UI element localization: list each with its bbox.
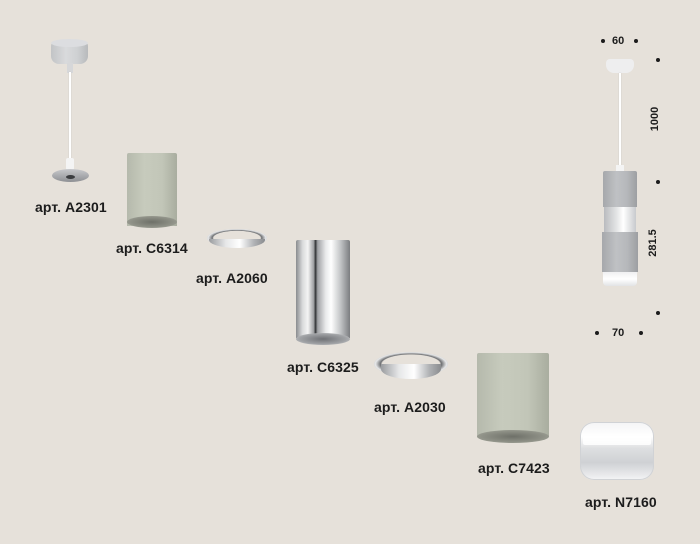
dim-dot [656, 180, 660, 184]
pendant-grip [616, 165, 624, 171]
dim-body-diameter: 70 [612, 327, 625, 339]
label-a2030: арт. A2030 [374, 399, 446, 415]
ring-band [381, 364, 441, 379]
dim-cable-length: 1000 [649, 106, 662, 132]
ring-band [209, 239, 265, 248]
housing-opening [296, 333, 350, 345]
label-c6314: арт. C6314 [116, 240, 188, 256]
cable-grip [66, 158, 74, 170]
lens-band [583, 436, 651, 445]
canopy-top [51, 39, 88, 47]
housing-image [296, 240, 350, 338]
dim-dot [601, 39, 605, 43]
dim-dot [656, 311, 660, 315]
pendant-canopy [606, 59, 634, 73]
housing-image [127, 153, 177, 226]
pendant-lower-body [602, 232, 638, 272]
housing-opening [127, 216, 177, 228]
canopy-image [51, 42, 88, 64]
mount-disk-center [66, 175, 75, 179]
pendant-cable [619, 73, 621, 169]
dim-dot [639, 331, 643, 335]
dim-dot [634, 39, 638, 43]
dim-canopy-diameter: 60 [612, 35, 625, 47]
pendant-ring [604, 207, 636, 232]
housing-image [477, 353, 549, 437]
label-c7423: арт. C7423 [478, 460, 550, 476]
housing-opening [477, 430, 549, 443]
dim-dot [595, 331, 599, 335]
label-a2060: арт. A2060 [196, 270, 268, 286]
pendant-lens [603, 272, 637, 286]
lens-image [580, 422, 654, 480]
label-a2301: арт. A2301 [35, 199, 107, 215]
suspension-cable [69, 72, 71, 162]
canopy-neck [67, 63, 73, 73]
label-c6325: арт. C6325 [287, 359, 359, 375]
dim-body-height: 281.5 [646, 229, 659, 257]
dim-dot [656, 58, 660, 62]
pendant-upper-body [603, 171, 637, 207]
label-n7160: арт. N7160 [585, 494, 657, 510]
